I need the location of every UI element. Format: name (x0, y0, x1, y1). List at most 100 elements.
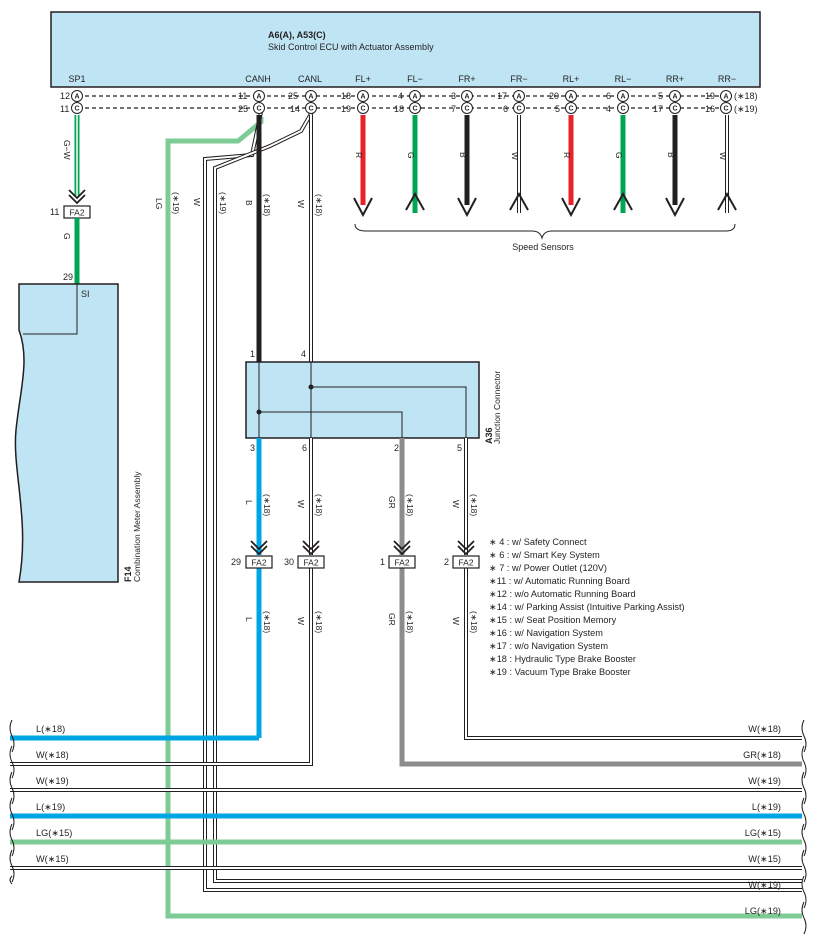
wire-label-flm: G (406, 152, 416, 159)
fa2-1: FA2 (394, 558, 409, 568)
lg-label: LG (154, 198, 164, 209)
junction-pin-3: 3 (250, 443, 255, 453)
terminal-fr-minus: FR− (510, 74, 527, 84)
pin-c-rlp: 5 (555, 104, 560, 114)
pin-a-rlm: 6 (606, 91, 611, 101)
sp1-wire: G−W 11 FA2 G (50, 115, 91, 284)
fa2-2: FA2 (458, 558, 473, 568)
conn-a-rrp: A (672, 94, 677, 101)
note-6: ∗ 6 : w/ Smart Key System (489, 550, 600, 560)
wire-label-rrm: W (718, 152, 728, 160)
conn-a-rlm: A (620, 94, 625, 101)
w-wire-19 (203, 111, 802, 892)
pin-c-rrm: 16 (705, 104, 715, 114)
connector-c-row: 11 C 25 C 14 C 19 C 18 C 7 C 6 C 5 C 4 C… (60, 102, 758, 114)
terminal-rl-minus: RL− (615, 74, 632, 84)
wire-label-frp: B (458, 152, 468, 158)
w19-note: (∗19) (218, 192, 228, 214)
b-label: B (244, 200, 254, 206)
canl-label: W (296, 200, 306, 208)
wire-label-rlp: R (562, 152, 572, 158)
junction-pin-4: 4 (301, 349, 306, 359)
pin-c-flp: 19 (341, 104, 351, 114)
wire-label-frm: W (510, 152, 520, 160)
speed-sensors-brace: Speed Sensors (354, 223, 736, 252)
bus-left-w19: W(∗19) (36, 776, 69, 786)
out-w2-color: W (451, 500, 461, 508)
fa2-pin-30: 30 (284, 557, 294, 567)
pin-c-rlm: 4 (606, 104, 611, 114)
bus-right-w19b: W(∗19) (748, 880, 781, 890)
note-15: ∗15 : w/ Seat Position Memory (489, 615, 617, 625)
ecu-name: Skid Control ECU with Actuator Assembly (268, 42, 434, 52)
connector-dashes (85, 95, 720, 109)
out-gr-note-lower: (∗18) (405, 611, 415, 633)
junction-output-labels: L (∗18) W (∗18) GR (∗18) W (∗18) L (∗18)… (244, 494, 479, 633)
b-note: (∗18) (262, 194, 272, 216)
lg-note: (∗19) (171, 192, 181, 214)
junction-pin-2: 2 (394, 443, 399, 453)
out-l-note-lower: (∗18) (262, 611, 272, 633)
sp1-fa2-connector: FA2 (69, 208, 84, 218)
note-11: ∗11 : w/ Automatic Running Board (489, 576, 630, 586)
terminal-fr-plus: FR+ (458, 74, 475, 84)
conn-a-frm: A (516, 94, 521, 101)
note-14: ∗14 : w/ Parking Assist (Intuitive Parki… (489, 602, 685, 612)
wire-label-rlm: G (614, 152, 624, 159)
meter-name: Combination Meter Assembly (132, 471, 142, 582)
conn-c-sp1: C (74, 106, 79, 113)
conn-a-frp: A (464, 94, 469, 101)
break-marks (9, 719, 807, 935)
conn-a-sp1: A (74, 94, 79, 101)
wire-label-flp: R (354, 152, 364, 158)
canl-note: (∗18) (314, 194, 324, 216)
pin-a-frp: 3 (451, 91, 456, 101)
speed-sensors-label: Speed Sensors (512, 242, 574, 252)
bus-right-l19: L(∗19) (752, 802, 781, 812)
bus-lines (10, 788, 802, 870)
pin-a-flm: 4 (398, 91, 403, 101)
out-w-color: W (296, 500, 306, 508)
bus-left-l19: L(∗19) (36, 802, 65, 812)
note-17: ∗17 : w/o Navigation System (489, 641, 608, 651)
out-w-note: (∗18) (314, 494, 324, 516)
out-l-note: (∗18) (262, 494, 272, 516)
terminal-canl: CANL (298, 74, 322, 84)
note-c-19: (∗19) (734, 104, 758, 114)
junction-pin-6: 6 (302, 443, 307, 453)
lg-wire-19 (165, 117, 802, 919)
pin-a-frm: 17 (497, 91, 507, 101)
terminal-rl-plus: RL+ (563, 74, 580, 84)
bus-left-lg15: LG(∗15) (36, 828, 72, 838)
conn-c-flm: C (412, 106, 417, 113)
conn-a-canl: A (308, 94, 313, 101)
conn-a-flm: A (412, 94, 417, 101)
pin-c-frm: 6 (503, 104, 508, 114)
pin-a-flp: 18 (341, 91, 351, 101)
junction-connector: 1 4 3 6 2 5 A36 Junction Connector (245, 349, 502, 453)
terminal-canh: CANH (245, 74, 271, 84)
bus-right-w18: W(∗18) (748, 724, 781, 734)
meter-pin: 29 (63, 272, 73, 282)
conn-a-rlp: A (568, 94, 573, 101)
pin-a-rrm: 19 (705, 91, 715, 101)
skid-control-ecu: A6(A), A53(C) Skid Control ECU with Actu… (50, 11, 761, 88)
junction-pin-1: 1 (250, 349, 255, 359)
out-w2-note: (∗18) (469, 494, 479, 516)
out-w2-color-lower: W (451, 617, 461, 625)
combination-meter: 29 SI F14 Combination Meter Assembly (14, 272, 142, 583)
out-w-note-lower: (∗18) (314, 611, 324, 633)
notes-list: ∗ 4 : w/ Safety Connect ∗ 6 : w/ Smart K… (489, 537, 685, 677)
junction-fa2-connectors: FA2 29 FA2 30 FA2 1 FA2 2 (231, 540, 480, 569)
bus-labels-left: L(∗18) W(∗18) W(∗19) L(∗19) LG(∗15) W(∗1… (36, 724, 72, 864)
out-gr-color-lower: GR (387, 613, 397, 626)
note-12: ∗12 : w/o Automatic Running Board (489, 589, 636, 599)
w19-label: W (192, 198, 202, 206)
bus-left-w15: W(∗15) (36, 854, 69, 864)
terminal-rr-minus: RR− (718, 74, 736, 84)
w-wire-canl-19 (213, 110, 802, 883)
note-18: ∗18 : Hydraulic Type Brake Booster (489, 654, 636, 664)
pin-a-canl: 25 (288, 91, 298, 101)
bus-right-lg15: LG(∗15) (745, 828, 781, 838)
fa2-pin-29: 29 (231, 557, 241, 567)
